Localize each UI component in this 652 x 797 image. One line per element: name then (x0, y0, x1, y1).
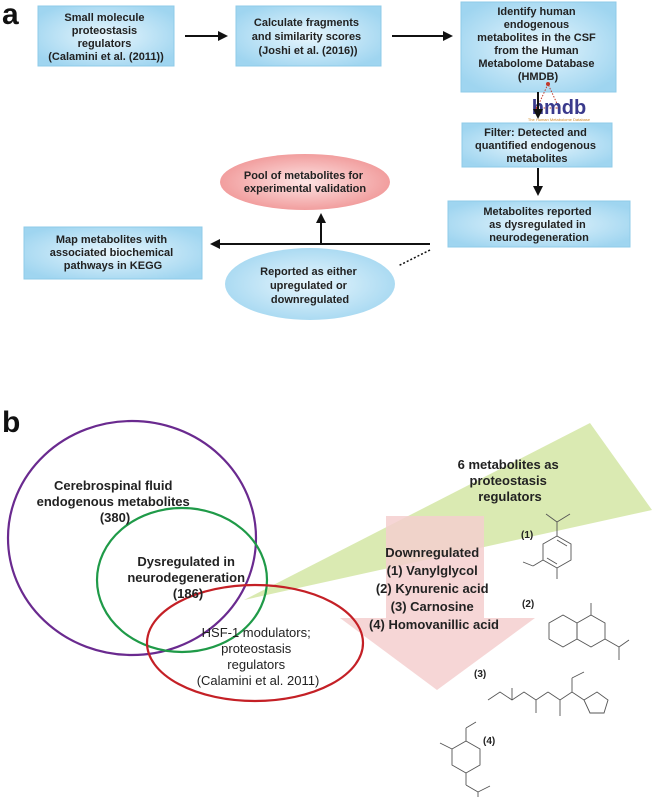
box-identify-human-line: Identify human (497, 6, 576, 18)
structure-label-1: (1) (521, 530, 533, 541)
box-calculate-fragments-line: and similarity scores (252, 31, 361, 43)
box-reported-dysregulated: Metabolites reported as dysregulated in … (447, 200, 631, 248)
svg-text:Cerebrospinal fluid endoge: Cerebrospinal fluid endogenous metabolit… (37, 478, 194, 525)
svg-text:Dysregulated in neurodegen: Dysregulated in neurodegeneration (186) (127, 554, 248, 601)
ellipse-reported-either-line: Reported as either (260, 266, 357, 278)
structure-label-4: (4) (483, 736, 495, 747)
six-metabolites-line: proteostasis (470, 473, 547, 488)
box-calculate-fragments-line: Calculate fragments (254, 17, 359, 29)
svg-text:Identify human endogenou: Identify human endogenous metabolites in… (477, 6, 599, 83)
venn-csf-line: endogenous metabolites (37, 494, 190, 509)
svg-text:HSF-1 modulators; proteost: HSF-1 modulators; proteostasis regulator… (197, 625, 320, 688)
venn-dysregulated-line: neurodegeneration (127, 570, 245, 585)
structure-kynurenic-acid (548, 603, 630, 660)
box-identify-human-line: Metabolome Database (478, 58, 594, 70)
structure-homovanillic-acid (439, 721, 491, 797)
downregulated-line: (2) Kynurenic acid (376, 581, 489, 596)
svg-text:Map metabolites with ass: Map metabolites with associated biochemi… (50, 234, 177, 272)
box-identify-human-line: from the Human (494, 45, 579, 57)
svg-text:Calculate fragments and: Calculate fragments and similarity score… (252, 17, 365, 57)
structure-label-2: (2) (522, 599, 534, 610)
svg-text:Small molecule proteosta: Small molecule proteostasis regulators (… (48, 12, 164, 63)
box-calculate-fragments-line: (Joshi et al. (2016)) (258, 45, 357, 57)
box-reported-dysregulated-line: Metabolites reported (483, 206, 591, 218)
ellipse-pool-line: experimental validation (244, 183, 367, 195)
venn-hsf-line: HSF-1 modulators; (202, 625, 311, 640)
box-small-molecule: Small molecule proteostasis regulators (… (37, 5, 175, 67)
box-small-molecule-line: proteostasis (72, 25, 137, 37)
svg-text:Downregulated (1) Vanylgly: Downregulated (1) Vanylglycol (2) Kynure… (369, 545, 499, 632)
box-small-molecule-line: regulators (78, 38, 132, 50)
venn-circle-csf (6, 419, 258, 657)
six-metabolites-line: regulators (478, 489, 542, 504)
structure-vanylglycol (522, 513, 572, 579)
downregulated-line: (1) Vanylglycol (387, 563, 478, 578)
box-map-metabolites-line: associated biochemical (50, 247, 174, 259)
ellipse-reported-either-line: downregulated (271, 294, 349, 306)
box-identify-human: Identify human endogenous metabolites in… (460, 1, 617, 93)
svg-text:6 metabolites as proteosta: 6 metabolites as proteostasis regulators (458, 457, 563, 504)
panel-a-label: a (2, 0, 19, 31)
venn-circle-hsf (145, 583, 365, 703)
dotted-connector (397, 249, 431, 267)
ellipse-reported-either: Reported as either upregulated or downre… (225, 248, 395, 320)
ellipse-pool: Pool of metabolites for experimental val… (220, 154, 390, 210)
structure-carnosine (487, 671, 609, 716)
box-map-metabolites: Map metabolites with associated biochemi… (23, 226, 203, 280)
venn-circle-dysregulated (95, 506, 269, 654)
box-reported-dysregulated-line: as dysregulated in (489, 219, 586, 231)
venn-csf-line: Cerebrospinal fluid (54, 478, 173, 493)
svg-text:Pool of metabolites for: Pool of metabolites for experimental val… (244, 170, 367, 195)
venn-hsf-line: regulators (227, 657, 285, 672)
box-calculate-fragments: Calculate fragments and similarity score… (235, 5, 382, 67)
structure-label-3: (3) (474, 669, 486, 680)
green-wedge (244, 423, 652, 600)
box-reported-dysregulated-line: neurodegeneration (489, 232, 589, 244)
box-filter-line: quantified endogenous (475, 140, 596, 152)
hmdb-logo-text: hmdb (532, 97, 586, 119)
box-map-metabolites-line: pathways in KEGG (64, 260, 162, 272)
box-filter: Filter: Detected and quantified endogeno… (461, 122, 613, 168)
svg-text:Reported as either upreg: Reported as either upregulated or downre… (260, 266, 360, 306)
hmdb-logo-tagline: The Human Metabolome Database (528, 117, 591, 122)
box-small-molecule-line: (Calamini et al. (2011)) (48, 51, 164, 63)
downregulated-line: (3) Carnosine (391, 599, 474, 614)
svg-text:Filter: Detected and qua: Filter: Detected and quantified endogeno… (475, 127, 599, 165)
hmdb-logo: hmdb The Human Metabolome Database (528, 82, 591, 122)
venn-hsf-line: proteostasis (221, 641, 292, 656)
ellipse-reported-either-line: upregulated or (270, 280, 348, 292)
six-metabolites-line: 6 metabolites as (458, 457, 559, 472)
pink-down-arrow (340, 516, 535, 690)
venn-hsf-line: (Calamini et al. 2011) (197, 673, 320, 688)
venn-dysregulated-line: (186) (173, 586, 203, 601)
box-filter-line: metabolites (506, 153, 567, 165)
box-small-molecule-line: Small molecule (64, 12, 144, 24)
box-filter-line: Filter: Detected and (484, 127, 587, 139)
box-identify-human-line: (HMDB) (518, 71, 559, 83)
box-identify-human-line: endogenous (504, 19, 569, 31)
ellipse-pool-line: Pool of metabolites for (244, 170, 364, 182)
downregulated-line: (4) Homovanillic acid (369, 617, 499, 632)
downregulated-line: Downregulated (385, 545, 479, 560)
venn-dysregulated-line: Dysregulated in (137, 554, 235, 569)
box-map-metabolites-line: Map metabolites with (56, 234, 168, 246)
panel-b-label: b (2, 406, 20, 439)
box-identify-human-line: metabolites in the CSF (477, 32, 596, 44)
venn-csf-line: (380) (100, 510, 130, 525)
svg-text:Metabolites reported as: Metabolites reported as dysregulated in … (483, 206, 594, 244)
